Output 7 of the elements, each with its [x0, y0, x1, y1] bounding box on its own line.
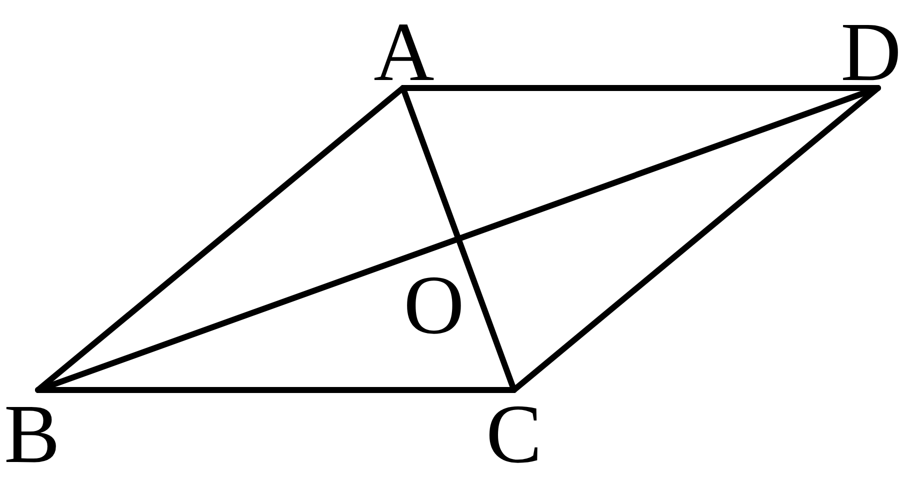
vertex-label: C	[484, 404, 544, 466]
point-label: O	[402, 275, 466, 337]
vertex-label: B	[2, 404, 62, 466]
line-segment	[400, 85, 517, 393]
vertex-label: A	[372, 22, 436, 84]
line-segment	[35, 85, 881, 393]
vertex-label: D	[838, 22, 904, 84]
